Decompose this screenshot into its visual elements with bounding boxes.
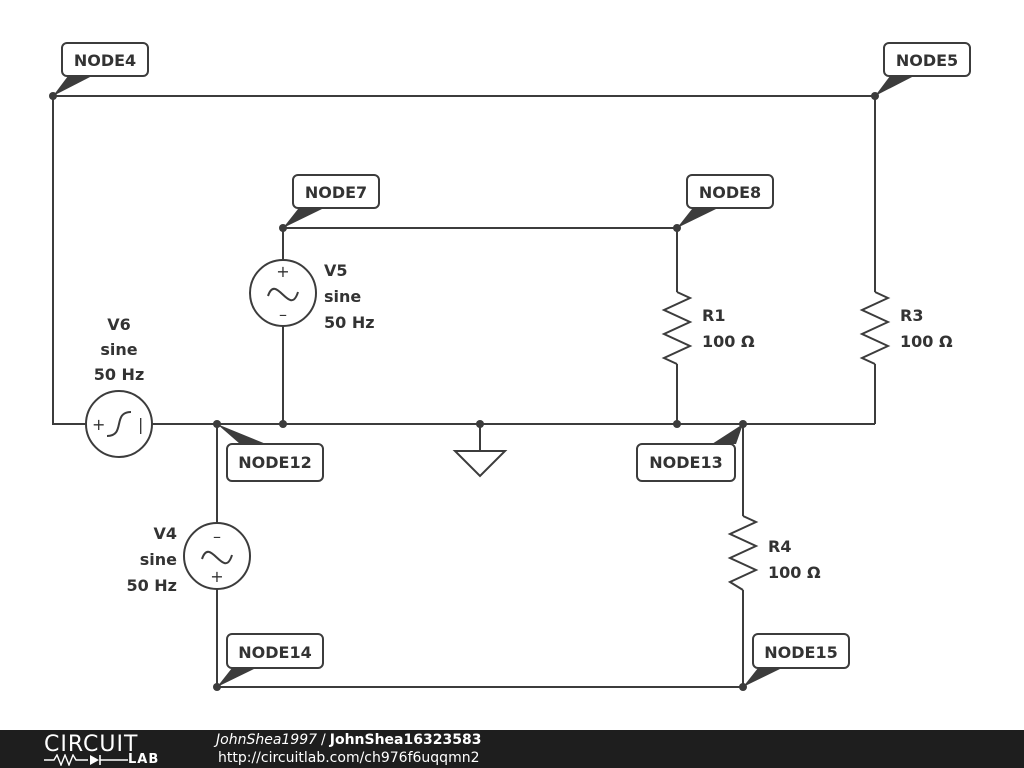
source-v6[interactable]: + | V6 sine 50 Hz bbox=[85, 315, 153, 458]
node12-box bbox=[226, 443, 324, 482]
wires bbox=[52, 95, 876, 688]
v6-sine-wave bbox=[106, 411, 132, 437]
node-label-node5[interactable]: NODE5 bbox=[875, 42, 971, 96]
ground-symbol bbox=[452, 450, 508, 478]
v5-sine-wave bbox=[267, 287, 299, 302]
node14-box bbox=[226, 633, 324, 669]
node14-text: NODE14 bbox=[238, 643, 311, 662]
r3-zigzag bbox=[859, 291, 891, 365]
v5-name: V5 bbox=[324, 261, 348, 280]
r4-zigzag bbox=[727, 515, 759, 591]
node12-text: NODE12 bbox=[238, 453, 311, 472]
node-label-node13[interactable]: NODE13 bbox=[636, 424, 743, 482]
v5-freq: 50 Hz bbox=[324, 313, 375, 332]
node4-pointer bbox=[53, 76, 92, 96]
r1-zigzag bbox=[661, 291, 693, 365]
v4-name: V4 bbox=[153, 524, 177, 543]
node4-text: NODE4 bbox=[74, 51, 136, 70]
node-label-node15[interactable]: NODE15 bbox=[743, 633, 850, 687]
node-label-node7[interactable]: NODE7 bbox=[283, 174, 380, 228]
source-v4[interactable]: – + V4 sine 50 Hz bbox=[126, 522, 251, 595]
node7-pointer bbox=[283, 209, 322, 228]
v4-plus-sign: + bbox=[210, 567, 223, 586]
v6-freq: 50 Hz bbox=[94, 365, 145, 384]
v5-type: sine bbox=[324, 287, 361, 306]
r3-name: R3 bbox=[900, 306, 923, 325]
node12-pointer bbox=[217, 424, 266, 444]
circuit-url[interactable]: http://circuitlab.com/ch976f6uqqmn2 bbox=[218, 750, 480, 766]
v6-type: sine bbox=[100, 340, 137, 359]
author-name[interactable]: JohnShea1997 bbox=[216, 732, 318, 748]
v4-body bbox=[183, 522, 251, 590]
node-label-node14[interactable]: NODE14 bbox=[217, 633, 324, 687]
v4-freq: 50 Hz bbox=[126, 576, 177, 595]
node-label-node4[interactable]: NODE4 bbox=[53, 42, 149, 96]
r4-value: 100 Ω bbox=[768, 563, 821, 582]
v5-plus-sign: + bbox=[276, 262, 289, 281]
node8-box bbox=[686, 174, 774, 209]
node13-pointer bbox=[712, 424, 743, 444]
node-label-node12[interactable]: NODE12 bbox=[217, 424, 324, 482]
junction-ground bbox=[476, 420, 484, 428]
node4-box bbox=[61, 42, 149, 77]
circuitlab-logo-lab: LAB bbox=[128, 752, 160, 767]
node-label-node8[interactable]: NODE8 bbox=[677, 174, 774, 228]
r1-value: 100 Ω bbox=[702, 332, 755, 351]
junction-r1-rail bbox=[673, 420, 681, 428]
v4-minus-sign: – bbox=[213, 527, 221, 546]
wire-node4-left bbox=[52, 96, 86, 425]
v6-minus-sign: | bbox=[138, 415, 143, 434]
v6-plus-sign: + bbox=[92, 415, 105, 434]
source-v5[interactable]: + – V5 sine 50 Hz bbox=[249, 259, 375, 332]
v5-body bbox=[249, 259, 317, 327]
circuit-credit: JohnShea1997/JohnShea16323583 bbox=[216, 732, 481, 748]
node5-pointer bbox=[875, 76, 914, 96]
circuitlab-logo-icon bbox=[44, 754, 128, 766]
node7-text: NODE7 bbox=[305, 183, 367, 202]
footer-bar: CIRCUIT LAB JohnShea1997/JohnShea1632358… bbox=[0, 730, 1024, 768]
v5-minus-sign: – bbox=[279, 305, 287, 324]
node13-box bbox=[636, 443, 736, 482]
junction-v5-rail bbox=[279, 420, 287, 428]
node8-pointer bbox=[677, 209, 716, 228]
resistor-r4[interactable]: R4 100 Ω bbox=[727, 515, 821, 591]
node7-box bbox=[292, 174, 380, 209]
resistor-r1[interactable]: R1 100 Ω bbox=[661, 291, 755, 365]
node15-text: NODE15 bbox=[764, 643, 837, 662]
node15-pointer bbox=[743, 668, 782, 687]
node8-text: NODE8 bbox=[699, 183, 761, 202]
node5-box bbox=[883, 42, 971, 77]
circuitlab-logo-text[interactable]: CIRCUIT bbox=[44, 732, 139, 757]
node5-text: NODE5 bbox=[896, 51, 958, 70]
credit-separator: / bbox=[321, 732, 326, 748]
v4-type: sine bbox=[140, 550, 177, 569]
node14-pointer bbox=[217, 668, 256, 687]
resistor-r3[interactable]: R3 100 Ω bbox=[859, 291, 953, 365]
node15-box bbox=[752, 633, 850, 669]
circuit-schematic: + | V6 sine 50 Hz + – V5 sine 50 Hz – + … bbox=[49, 42, 971, 691]
r4-name: R4 bbox=[768, 537, 791, 556]
r3-value: 100 Ω bbox=[900, 332, 953, 351]
v6-name: V6 bbox=[107, 315, 131, 334]
node13-text: NODE13 bbox=[649, 453, 722, 472]
circuit-name[interactable]: JohnShea16323583 bbox=[329, 732, 482, 748]
v4-sine-wave bbox=[201, 550, 233, 565]
r1-name: R1 bbox=[702, 306, 725, 325]
